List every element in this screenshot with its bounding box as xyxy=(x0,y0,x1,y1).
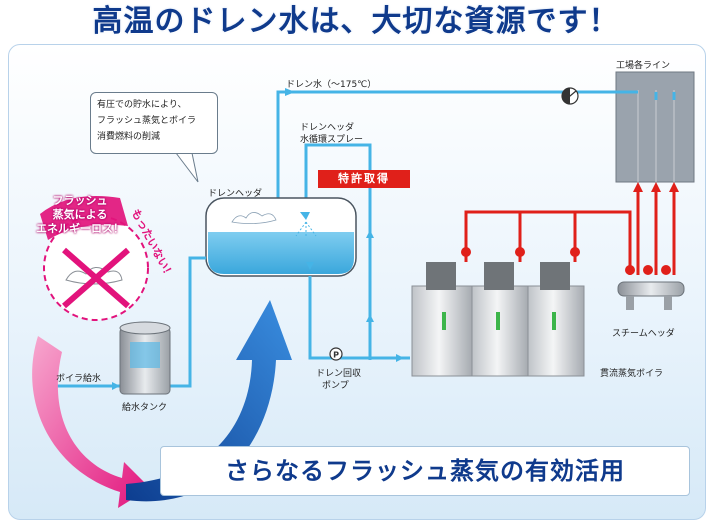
callout-bubble: 有圧での貯水により、 フラッシュ蒸気とボイラ 消費燃料の削減 xyxy=(90,92,218,154)
bottom-banner: さらなるフラッシュ蒸気の有効活用 xyxy=(160,446,690,496)
boiler-unit-1 xyxy=(411,247,473,377)
drain-pump-icon xyxy=(329,347,343,361)
headline: 高温のドレン水は、大切な資源です！ xyxy=(92,4,620,39)
drain-outlet-pipe xyxy=(308,276,410,360)
boiler-unit-3 xyxy=(527,247,585,377)
boiler-label: 貫流蒸気ボイラ xyxy=(600,369,664,379)
steam-pipe xyxy=(464,210,632,275)
boiler-unit-2 xyxy=(471,247,529,377)
spray-label-2: 水循環スプレー xyxy=(300,135,364,145)
pump-label-2: ポンプ xyxy=(322,381,349,391)
drain-water-label: ドレン水（～175℃） xyxy=(286,80,377,90)
pump-label-1: ドレン回収 xyxy=(316,369,362,379)
patent-badge: 特許取得 xyxy=(318,170,410,188)
callout-line-1: 有圧での貯水により、 xyxy=(97,100,187,110)
drain-water-pipe xyxy=(276,90,638,262)
steam-header xyxy=(617,281,685,297)
callout-line-3: 消費燃料の削減 xyxy=(97,132,161,142)
factory-lines-label: 工場各ライン xyxy=(616,61,671,71)
spray-label-1: ドレンヘッダ xyxy=(300,123,355,133)
loss-line-2: 蒸気による xyxy=(52,208,108,221)
energy-loss-text: フラッシュ 蒸気による エネルギーロス！ xyxy=(34,194,126,236)
steam-header-label: スチームヘッダ xyxy=(612,329,675,339)
loss-line-3: エネルギーロス！ xyxy=(36,222,124,235)
factory-lines-box xyxy=(615,71,695,183)
loss-line-1: フラッシュ xyxy=(52,194,108,207)
spray-pipe xyxy=(304,143,372,360)
boiler-feed-label: ボイラ給水 xyxy=(56,374,102,384)
callout-line-2: フラッシュ蒸気とボイラ xyxy=(97,116,197,126)
blue-cycle-arrow xyxy=(126,300,292,502)
feed-pipe xyxy=(170,256,206,388)
pump-symbol: P xyxy=(333,351,339,360)
feed-tank-label: 給水タンク xyxy=(122,403,168,413)
drain-header-label: ドレンヘッダ xyxy=(208,189,263,199)
